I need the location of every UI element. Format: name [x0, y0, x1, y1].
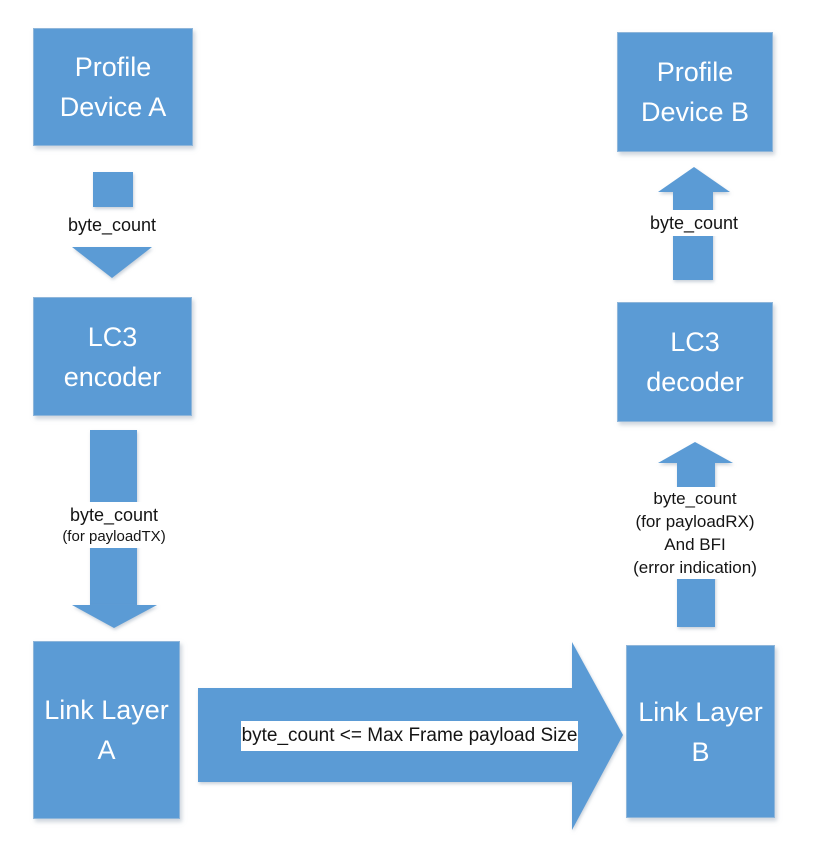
box-link-layer-b: Link Layer B	[626, 645, 775, 818]
label-byte-count-top-left: byte_count	[37, 213, 187, 237]
box-lc3-encoder: LC3 encoder	[33, 297, 192, 416]
box-title-line: LC3	[670, 327, 720, 357]
box-lc3-decoder: LC3 decoder	[617, 302, 773, 422]
box-title-line: decoder	[646, 367, 744, 397]
box-title-line: Profile	[74, 52, 152, 82]
label-line: (for payloadTX)	[62, 528, 166, 545]
label-byte-count-payload-rx-bfi: byte_count (for payloadRX) And BFI (erro…	[615, 487, 775, 579]
label-byte-count-payload-tx: byte_count (for payloadTX)	[34, 502, 194, 548]
label-line: byte_count	[69, 505, 159, 525]
box-title-line: LC3	[87, 321, 138, 352]
label-max-frame-payload-size: byte_count <= Max Frame payload Size	[241, 721, 578, 751]
box-title-line: Link Layer	[44, 695, 169, 725]
box-profile-device-b: Profile Device B	[617, 32, 773, 152]
box-profile-device-a: Profile Device A	[33, 28, 193, 146]
box-title-line: A	[97, 735, 116, 765]
down-arrow-profile-a-to-encoder-icon	[72, 172, 152, 278]
box-title-line: Profile	[656, 57, 734, 87]
box-title-line: Device A	[59, 92, 167, 122]
label-line: And BFI	[664, 535, 726, 554]
box-link-layer-a: Link Layer A	[33, 641, 180, 819]
label-line: byte_count	[653, 489, 737, 508]
box-title-line: Link Layer	[638, 696, 763, 727]
label-byte-count-top-right: byte_count	[619, 210, 769, 236]
label-line: (for payloadRX)	[635, 512, 755, 531]
box-title-line: Device B	[640, 97, 750, 127]
box-title-line: encoder	[63, 361, 162, 392]
box-title-line: B	[691, 736, 710, 767]
label-line: (error indication)	[633, 558, 757, 577]
